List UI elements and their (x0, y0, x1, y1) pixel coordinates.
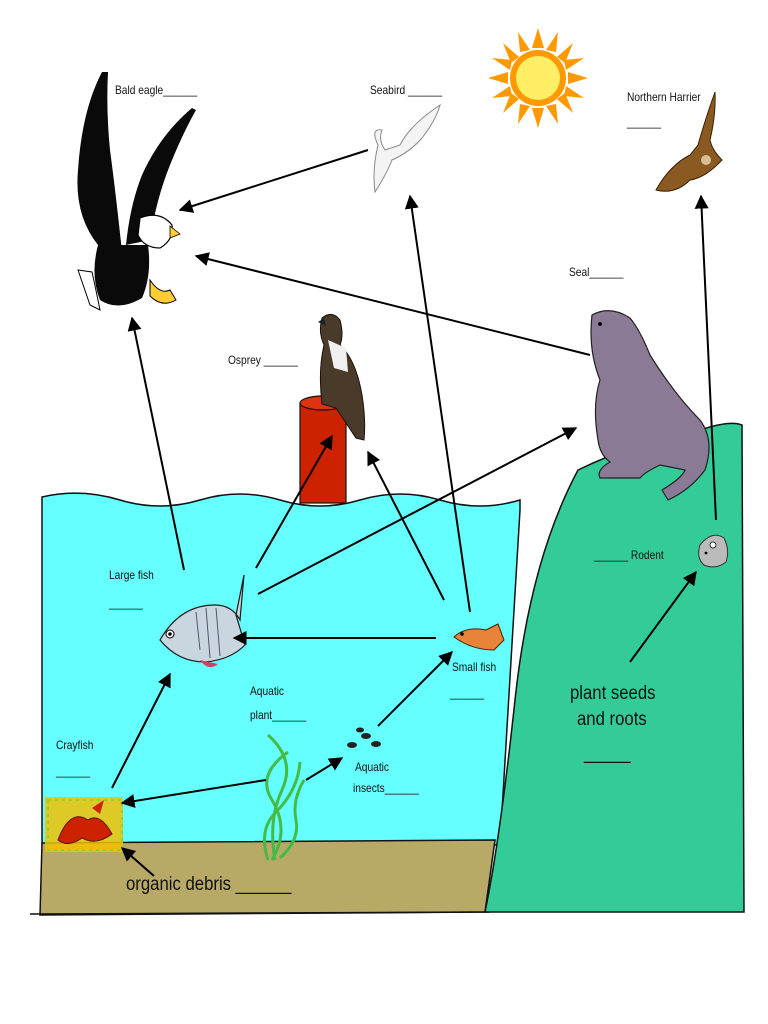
arrow-debris-to-crayfish (120, 847, 155, 877)
land-cliff (484, 422, 745, 913)
label-northern-harrier-blank: ______ (627, 115, 662, 129)
label-northern-harrier: Northern Harrier (627, 90, 701, 104)
arrow-seeds-to-rodent (629, 570, 697, 663)
sun-icon (488, 28, 588, 128)
seal-icon (590, 310, 710, 501)
arrow-smallfish-to-osprey (367, 450, 445, 601)
arrow-seabird-to-eagle (178, 149, 369, 213)
bald-eagle-icon (77, 72, 196, 311)
label-large-fish: Large fish (109, 568, 154, 582)
arrow-largefish-to-eagle (127, 316, 185, 571)
label-osprey: Osprey ______ (228, 353, 298, 367)
water-body (41, 492, 521, 846)
label-aquatic-plant: Aquatic (250, 684, 285, 698)
arrow-largefish-to-osprey (255, 434, 333, 569)
large-fish-icon (159, 574, 246, 668)
arrow-crayfish-to-largefish (111, 672, 171, 789)
label-crayfish: Crayfish (56, 738, 94, 752)
seabird-icon (373, 103, 441, 194)
arrow-seal-to-eagle (194, 252, 591, 356)
arrow-largefish-to-seal (257, 427, 578, 595)
arrow-smallfish-to-seabird (404, 194, 471, 613)
aquatic-plant-icon (262, 733, 306, 861)
label-seal: Seal______ (569, 265, 624, 279)
arrow-insects-to-smallfish (377, 651, 453, 727)
label-plant-seeds-roots: and roots (577, 709, 647, 730)
label-bald-eagle: Bald eagle______ (115, 83, 198, 97)
label-aquatic-insects-blank: insects______ (353, 781, 419, 795)
northern-harrier-icon (655, 91, 723, 192)
rodent-icon (698, 534, 729, 568)
label-plant-seeds: plant seeds (570, 683, 656, 704)
label-large-fish-blank: ______ (109, 596, 144, 610)
osprey-icon (318, 314, 366, 441)
label-seabird: Seabird ______ (370, 83, 443, 97)
label-plant-seeds-blank: _____ (584, 743, 631, 764)
label-aquatic-plant-blank: plant______ (250, 708, 307, 722)
food-web-arrows (111, 149, 717, 877)
arrow-plant-to-crayfish (120, 779, 267, 808)
label-aquatic-insects: Aquatic (355, 760, 390, 774)
arrow-rodent-to-harrier (694, 194, 717, 521)
label-small-fish: Small fish (452, 660, 497, 674)
crayfish-icon (45, 797, 123, 852)
small-fish-icon (453, 623, 505, 651)
label-small-fish-blank: ______ (450, 686, 485, 700)
label-rodent: ______ Rodent (594, 548, 664, 562)
aquatic-insects-icon (347, 727, 381, 748)
arrow-plant-to-insects (305, 757, 344, 781)
label-crayfish-blank: ______ (56, 764, 91, 778)
label-organic-debris: organic debris ______ (126, 874, 292, 895)
